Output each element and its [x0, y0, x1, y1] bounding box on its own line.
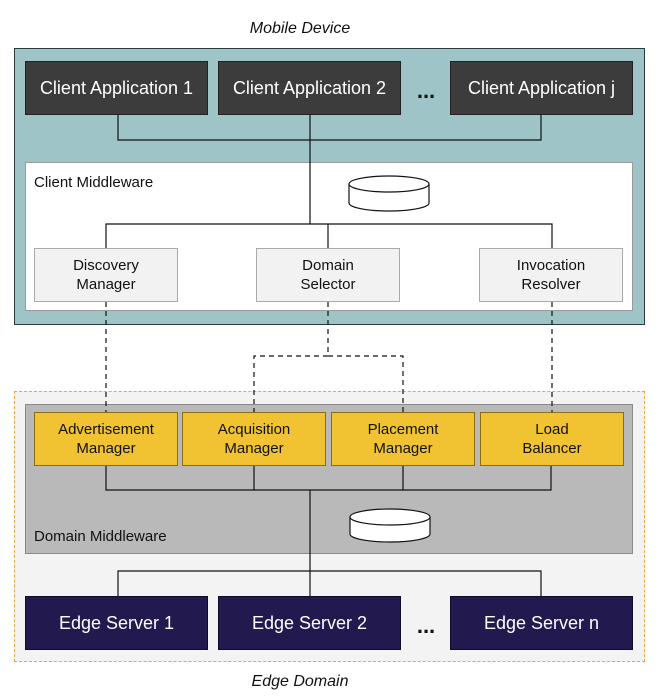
domain-middleware-label: Domain Middleware: [34, 528, 167, 545]
load-balancer-line1: Load: [535, 421, 569, 438]
edge-server-2: Edge Server 2: [218, 596, 401, 650]
placement-manager-line1: Placement: [367, 421, 439, 438]
discovery-manager-line1: Discovery: [73, 257, 139, 274]
discovery-manager-line2: Manager: [76, 276, 136, 293]
acquisition-manager-line2: Manager: [224, 440, 284, 457]
edge-server-n: Edge Server n: [450, 596, 633, 650]
domain-component-links: [253, 466, 404, 490]
client-application-2: Client Application 2: [218, 61, 401, 115]
edge-servers-ellipsis: ...: [416, 613, 436, 638]
placement-manager-line2: Manager: [373, 440, 433, 457]
domain-selector-line1: Domain: [302, 257, 354, 274]
advertisement-manager-line2: Manager: [76, 440, 136, 457]
selector-placement-dashed: [328, 355, 404, 412]
client-application-j: Client Application j: [450, 61, 633, 115]
load-balancer-line2: Balancer: [522, 440, 582, 457]
client-application-1: Client Application 1: [25, 61, 208, 115]
client-database-icon: [348, 175, 430, 212]
invocation-resolver-line1: Invocation: [516, 257, 586, 274]
domain-selector-line2: Selector: [300, 276, 356, 293]
invocation-resolver-line2: Resolver: [521, 276, 581, 293]
acquisition-manager-line1: Acquisition: [217, 421, 291, 438]
mobile-device-title: Mobile Device: [249, 20, 351, 37]
client-components-bus: [105, 223, 553, 248]
domain-database-icon: [349, 508, 431, 543]
edge-domain-title: Edge Domain: [251, 673, 349, 690]
client-apps-ellipsis: ...: [416, 78, 436, 103]
selector-acquisition-dashed: [253, 302, 329, 412]
edge-server-1: Edge Server 1: [25, 596, 208, 650]
domain-components-bus: [105, 466, 552, 491]
edge-servers-bus: [117, 570, 542, 596]
client-middleware-label: Client Middleware: [34, 174, 154, 191]
advertisement-manager-line1: Advertisement: [58, 421, 154, 438]
client-apps-bus: [117, 115, 542, 141]
